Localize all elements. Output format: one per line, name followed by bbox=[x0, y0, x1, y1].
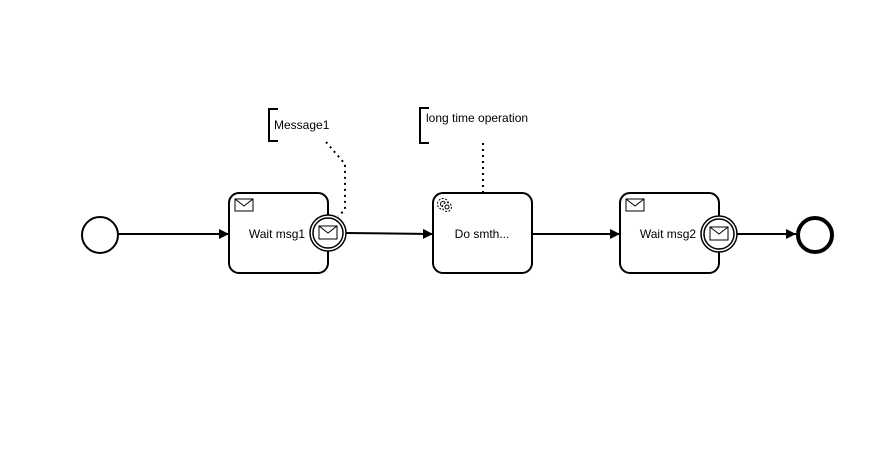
envelope-icon bbox=[709, 226, 729, 241]
gear-icon bbox=[437, 198, 452, 212]
text-annotation-long-time-operation[interactable]: long time operation bbox=[419, 107, 528, 144]
flow-wait-msg1-to-do-smth[interactable] bbox=[345, 228, 434, 239]
end-event[interactable] bbox=[796, 216, 834, 254]
envelope-icon bbox=[625, 198, 645, 212]
boundary-message-event[interactable] bbox=[700, 215, 738, 253]
task-wait-msg1[interactable]: Wait msg1 bbox=[228, 192, 329, 274]
start-event[interactable] bbox=[81, 216, 119, 254]
task-label: Wait msg2 bbox=[640, 227, 697, 241]
envelope-icon bbox=[318, 225, 338, 240]
task-label: Do smth... bbox=[455, 227, 510, 241]
envelope-icon bbox=[234, 198, 254, 212]
association-message1[interactable] bbox=[325, 141, 346, 217]
text-annotation-message1[interactable]: Message1 bbox=[268, 108, 330, 142]
task-label: Wait msg1 bbox=[249, 227, 306, 241]
boundary-message-event[interactable] bbox=[309, 214, 347, 252]
annotation-text: long time operation bbox=[426, 111, 528, 125]
task-do-smth[interactable]: Do smth... bbox=[432, 192, 533, 274]
task-wait-msg2[interactable]: Wait msg2 bbox=[619, 192, 720, 274]
annotation-text: Message1 bbox=[274, 118, 330, 132]
